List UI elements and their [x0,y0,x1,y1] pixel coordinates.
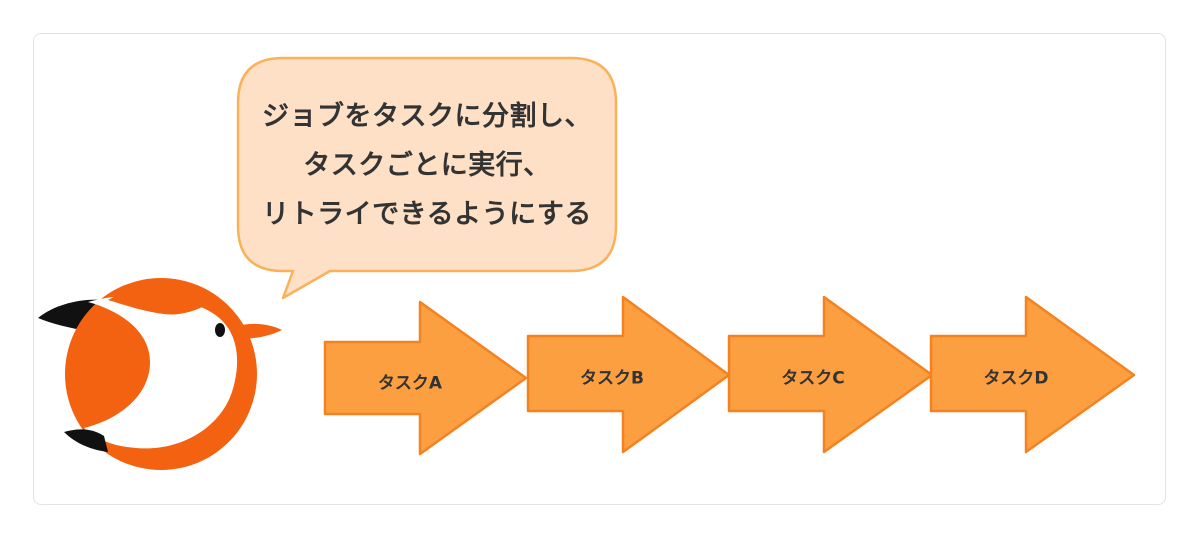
task-label-a: タスクA [377,373,443,394]
speech-line-3: リトライできるようにする [262,199,592,230]
speech-bubble-text: ジョブをタスクに分割し、 タスクごとに実行、 リトライできるようにする [238,92,616,239]
speech-line-2: タスクごとに実行、 [303,150,551,181]
task-label-c: タスクC [781,368,845,389]
bird-mascot-icon [38,278,282,470]
task-label-b: タスクB [580,368,644,389]
task-arrow-d [929,295,1136,454]
speech-bubble [236,56,618,300]
task-arrow-a [323,300,528,456]
speech-line-1: ジョブをタスクに分割し、 [262,101,592,132]
task-arrow-c [727,295,934,454]
task-label-d: タスクD [983,368,1049,389]
task-arrow-b [526,295,731,454]
